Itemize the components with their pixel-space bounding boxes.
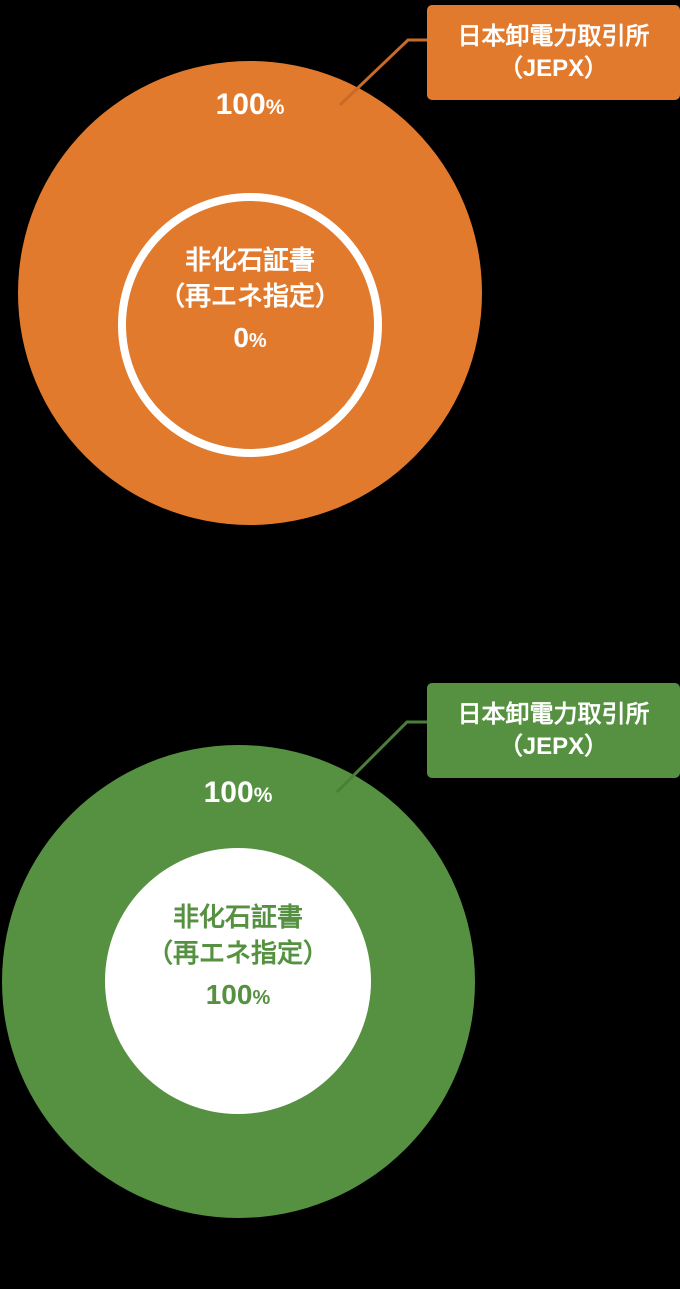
inner-label-orange: 非化石証書 （再エネ指定） 0%: [110, 243, 390, 357]
jepx-nonfossil-diagram-green: 100% 非化石証書 （再エネ指定） 100% 日本卸電力取引所 （JEPX）: [0, 660, 680, 1289]
inner-label-line2-orange: （再エネ指定）: [158, 280, 341, 311]
inner-percentage-unit-green: %: [252, 986, 271, 1009]
inner-label-line1-green: 非化石証書: [172, 902, 303, 932]
outer-percentage-green: 100%: [118, 778, 358, 808]
outer-percentage-value-orange: 100: [215, 88, 266, 121]
callout-line2-orange: （JEPX）: [498, 54, 609, 82]
leader-line-green: [335, 720, 431, 794]
inner-percentage-orange: 0%: [110, 319, 390, 358]
inner-percentage-unit-orange: %: [248, 329, 267, 352]
callout-line1-green: 日本卸電力取引所: [457, 701, 650, 729]
callout-line2-green: （JEPX）: [498, 732, 609, 760]
jepx-nonfossil-diagram-orange: 100% 非化石証書 （再エネ指定） 0% 日本卸電力取引所 （JEPX）: [0, 0, 680, 600]
inner-ring-orange: [118, 193, 382, 457]
outer-percentage-unit-green: %: [253, 784, 273, 807]
callout-label-green: 日本卸電力取引所 （JEPX）: [427, 683, 680, 778]
inner-disc-green: [105, 848, 371, 1114]
inner-percentage-green: 100%: [98, 976, 378, 1015]
inner-percentage-value-green: 100: [205, 978, 253, 1010]
inner-label-line2-green: （再エネ指定）: [146, 937, 329, 968]
callout-label-orange: 日本卸電力取引所 （JEPX）: [427, 5, 680, 100]
outer-percentage-value-green: 100: [203, 776, 254, 809]
inner-label-green: 非化石証書 （再エネ指定） 100%: [98, 900, 378, 1014]
inner-percentage-value-orange: 0: [233, 321, 249, 353]
inner-label-line1-orange: 非化石証書: [184, 245, 315, 275]
outer-percentage-unit-orange: %: [265, 96, 285, 119]
leader-line-orange: [338, 38, 431, 107]
outer-percentage-orange: 100%: [130, 90, 370, 120]
callout-line1-orange: 日本卸電力取引所: [457, 23, 650, 51]
